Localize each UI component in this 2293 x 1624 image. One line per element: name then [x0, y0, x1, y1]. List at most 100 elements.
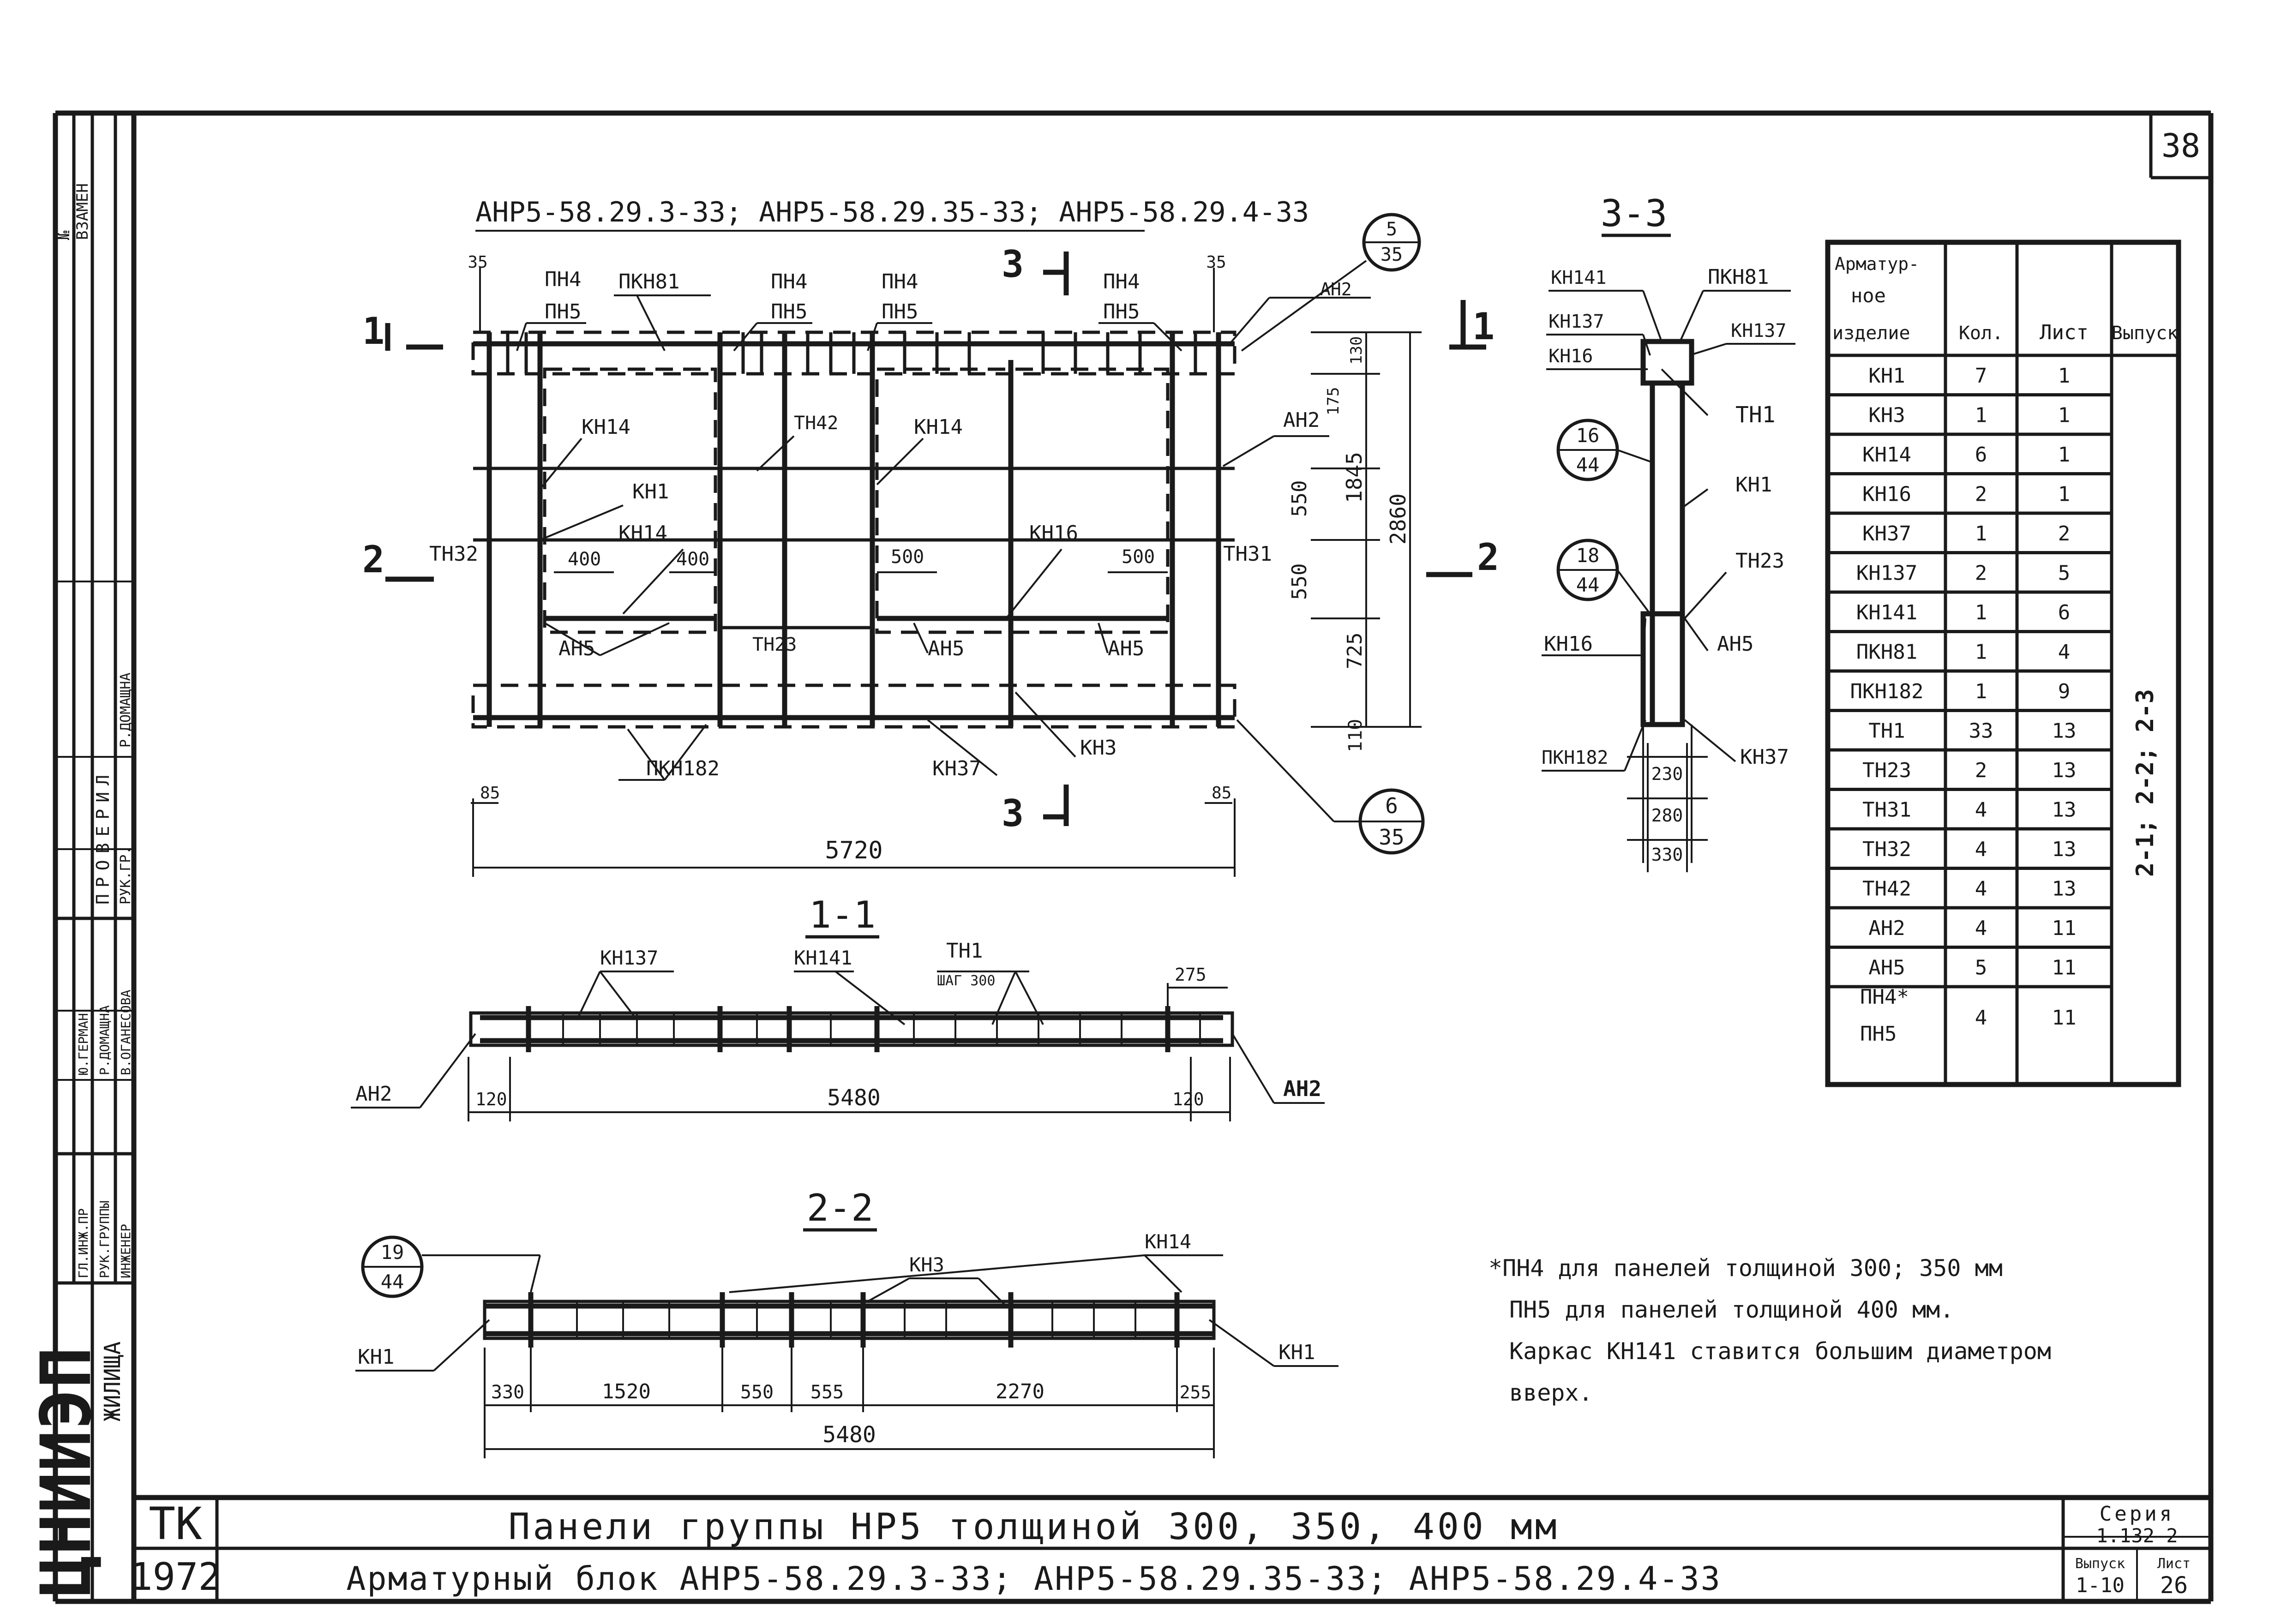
s11-lbl-an2-r: АН2 — [1283, 1076, 1321, 1101]
s22-dim-555: 555 — [810, 1382, 844, 1403]
schedule-cell: АН2 — [1868, 917, 1905, 940]
schedule-cell: 13 — [2052, 838, 2077, 861]
dim-550-a: 550 — [1288, 480, 1311, 517]
section-3-3-callout-16-den: 44 — [1576, 454, 1600, 476]
s11-dim-275: 275 — [1175, 965, 1207, 985]
schedule-cell: 4 — [1975, 877, 1987, 900]
s22-callout-den: 44 — [381, 1270, 404, 1293]
schedule-cell: КН37 — [1862, 522, 1911, 545]
main-callout-6-den: 35 — [1379, 825, 1404, 850]
section-3-3-callout-16-num: 16 — [1576, 424, 1600, 447]
s11-dim-5480: 5480 — [827, 1085, 881, 1111]
schedule-last-item-b: ПН5 — [1860, 1022, 1897, 1046]
s33-lbl-kn1: КН1 — [1735, 473, 1772, 497]
schedule-cell: 13 — [2052, 877, 2077, 900]
lbl-tn32: ТН32 — [429, 542, 478, 566]
main-callout-5-35 — [1241, 213, 1421, 352]
stamp-role-1: ГЛ.ИНЖ.ПР — [76, 1208, 91, 1278]
section-3-3-callout-18 — [1556, 539, 1651, 615]
note-line-1: *ПН4 для панелей толщиной 300; 350 мм — [1489, 1255, 2003, 1282]
schedule-cell: 13 — [2052, 798, 2077, 821]
dim-550-b: 550 — [1288, 563, 1311, 600]
dim-500-a: 500 — [891, 546, 924, 568]
schedule-cell: КН14 — [1862, 443, 1911, 467]
s22-lbl-kn14: КН14 — [1145, 1230, 1191, 1253]
s33-lbl-kn16-top: КН16 — [1549, 346, 1593, 367]
schedule-header-item-3: изделие — [1832, 323, 1910, 344]
s11-lbl-kn141: КН141 — [794, 947, 852, 969]
dim-35-right: 35 — [1206, 253, 1226, 272]
main-callout-6-35 — [1236, 719, 1425, 855]
section-2-2-callout-19 — [361, 1235, 541, 1298]
schedule-cell: КН3 — [1868, 403, 1905, 427]
s22-lbl-kn1-r: КН1 — [1279, 1341, 1315, 1364]
s22-callout-num: 19 — [381, 1241, 404, 1264]
schedule-header-item-1: Арматур- — [1835, 254, 1919, 274]
section-3-3-callout-16 — [1556, 419, 1651, 481]
lbl-tn31: ТН31 — [1223, 542, 1272, 566]
s22-dim-550: 550 — [740, 1382, 774, 1403]
section-1-1-body — [469, 1006, 1234, 1052]
s33-lbl-kn141: КН141 — [1551, 267, 1606, 288]
stamp-role-3: ИНЖЕНЕР — [118, 1224, 133, 1278]
section-3-3-title: 3-3 — [1601, 192, 1668, 235]
schedule-last-item-a: ПН4* — [1860, 985, 1909, 1009]
schedule-cell: 2 — [2058, 522, 2071, 545]
s22-lbl-kn1-l: КН1 — [358, 1345, 394, 1369]
schedule-cell: АН5 — [1868, 956, 1905, 979]
series-value: 1.132-2 — [2096, 1524, 2178, 1547]
lbl-pn4-b: ПН4 — [771, 270, 807, 294]
schedule-last-sheet: 11 — [2052, 1006, 2077, 1030]
s11-dim-120-l: 120 — [475, 1089, 507, 1109]
section-3-3-callout-18-num: 18 — [1576, 544, 1600, 567]
lbl-pn4-a: ПН4 — [545, 268, 581, 291]
title-line-2: Арматурный блок АНР5-58.29.3-33; АНР5-58… — [346, 1560, 1721, 1598]
schedule-cell: 2 — [1975, 759, 1987, 782]
title-block-frame — [134, 1495, 2211, 1601]
section-2-2-leaders — [355, 1254, 1339, 1458]
lbl-kn16: КН16 — [1029, 521, 1078, 545]
title-year: 1972 — [130, 1555, 221, 1599]
lbl-pkn81: ПКН81 — [618, 270, 679, 294]
schedule-cell: ТН31 — [1862, 798, 1911, 821]
lbl-an5-c: АН5 — [1108, 637, 1144, 660]
schedule-table-frame — [1825, 240, 2181, 1087]
s22-dim-255: 255 — [1180, 1382, 1212, 1402]
lbl-an2-right: АН2 — [1283, 408, 1320, 432]
schedule-cell: 11 — [2052, 917, 2077, 940]
main-view-title: АНР5-58.29.3-33; АНР5-58.29.35-33; АНР5-… — [475, 196, 1309, 228]
section-mark-3-bottom: 3 — [1002, 792, 1024, 835]
issue-value: 1-10 — [2076, 1574, 2125, 1597]
schedule-cell: 1 — [2058, 364, 2071, 388]
stamp-org-sub: ЖИЛИЩА — [100, 1342, 126, 1421]
stamp-role-2: РУК.ГРУППЫ — [97, 1200, 112, 1278]
section-mark-1-left: 1 — [362, 310, 384, 353]
s22-dim-5480: 5480 — [822, 1422, 876, 1448]
lbl-tn23: ТН23 — [752, 634, 797, 655]
sheet-frame — [53, 110, 2214, 1604]
schedule-cell: 1 — [2058, 403, 2071, 427]
s22-lbl-kn3: КН3 — [909, 1253, 944, 1276]
main-view-dim-lines — [471, 268, 1422, 877]
schedule-cell: 1 — [1975, 522, 1987, 545]
dim-725: 725 — [1343, 633, 1367, 669]
dim-400-b: 400 — [676, 549, 709, 570]
title-line-1: Панели группы НР5 толщиной 300, 350, 400… — [508, 1506, 1559, 1548]
schedule-cell: 1 — [1975, 680, 1987, 703]
schedule-cell: ПКН182 — [1850, 680, 1924, 703]
dim-175: 175 — [1324, 387, 1343, 415]
s33-dim-230: 230 — [1651, 764, 1683, 784]
title-tk: ТК — [149, 1498, 202, 1550]
s11-lbl-an2-l: АН2 — [355, 1082, 392, 1106]
schedule-cell: 13 — [2052, 719, 2077, 743]
schedule-cell: 6 — [1975, 443, 1987, 467]
section-mark-2-right: 2 — [1477, 536, 1499, 579]
schedule-cell: 1 — [2058, 443, 2071, 467]
schedule-cell: 4 — [2058, 640, 2071, 664]
dim-85-right: 85 — [1212, 784, 1231, 803]
s11-lbl-tn1: ТН1 — [946, 939, 983, 963]
section-2-2-title: 2-2 — [807, 1187, 874, 1229]
stamp-checked-role: РУК.ГР. — [118, 846, 134, 905]
main-callout-5-den: 35 — [1381, 244, 1403, 265]
stamp-checked-name: Р.ДОМАЩНА — [118, 672, 134, 748]
